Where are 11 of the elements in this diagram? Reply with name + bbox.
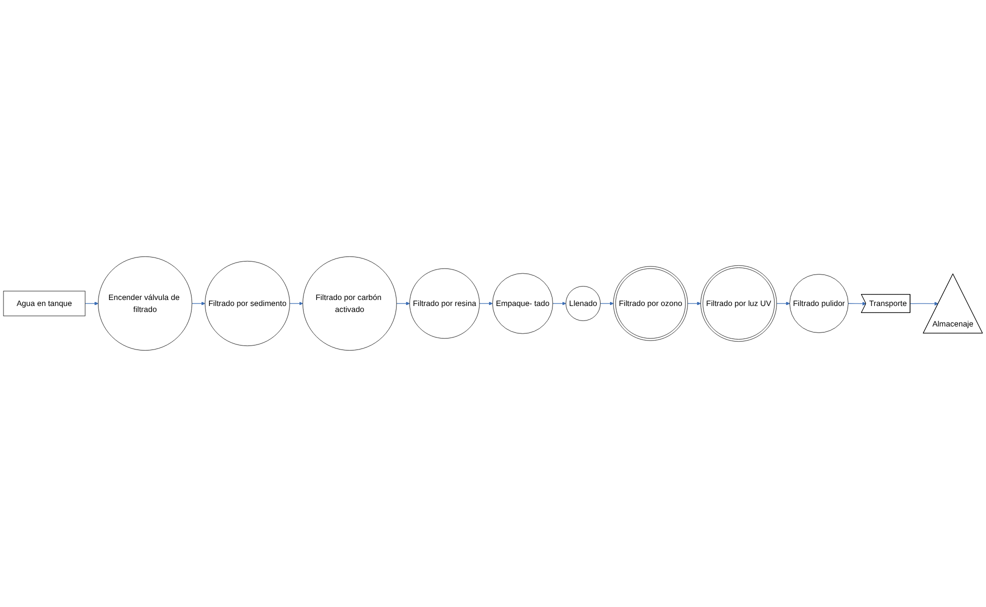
arrow	[552, 302, 566, 306]
arrow	[600, 302, 614, 306]
arrow	[289, 302, 303, 306]
arrow	[396, 302, 410, 306]
arrow	[910, 302, 938, 306]
arrow	[84, 302, 98, 306]
arrow	[776, 302, 790, 306]
arrow	[687, 302, 701, 306]
arrow	[848, 302, 866, 306]
arrow	[192, 302, 206, 306]
arrow	[479, 302, 493, 306]
